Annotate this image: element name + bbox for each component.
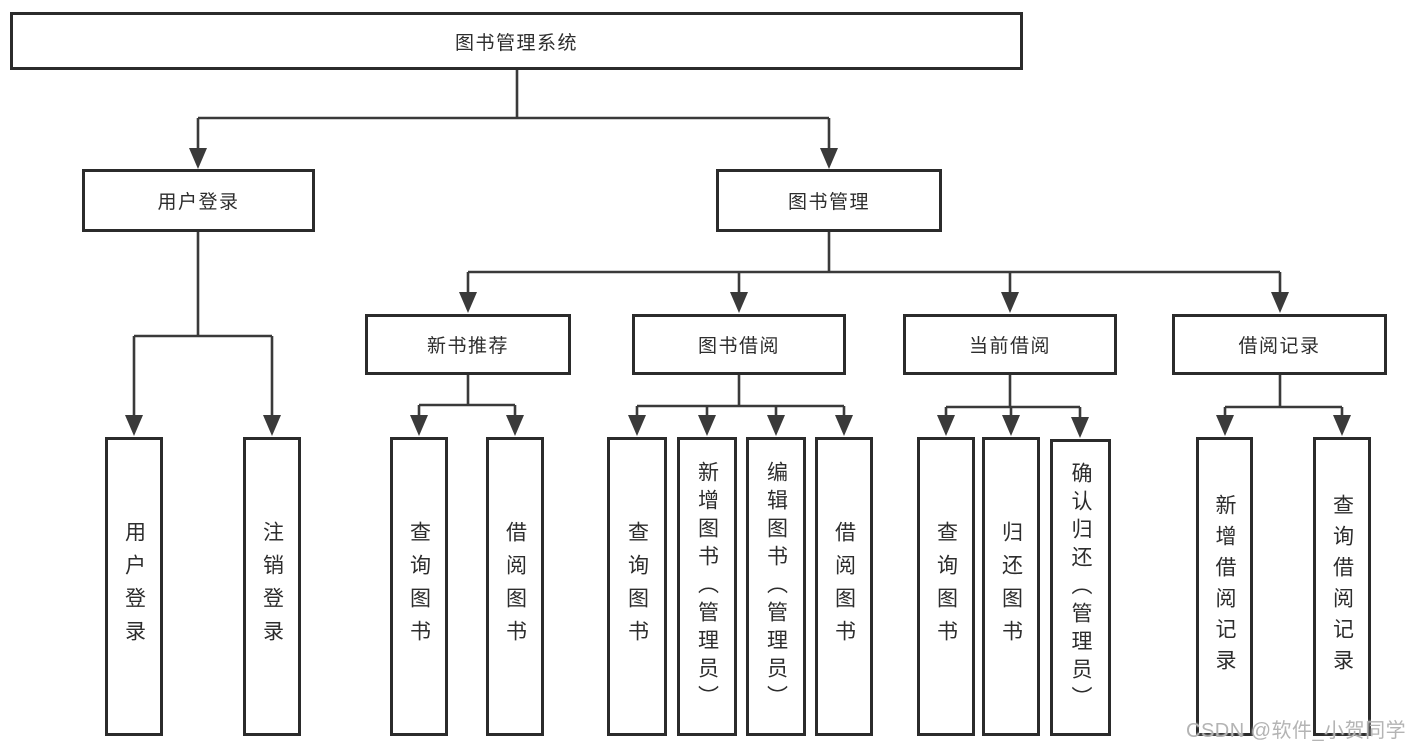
node-label: 借阅图书 — [832, 520, 856, 653]
node-label: 归还图书 — [999, 520, 1023, 653]
node-label: 查询借阅记录 — [1330, 493, 1354, 680]
node-label: 注销登录 — [260, 520, 284, 653]
node-label: 图书管理 — [787, 192, 870, 213]
node-library-system-root: 图书管理系统 — [10, 12, 1023, 70]
leaf-add-borrow-record: 新增借阅记录 — [1196, 437, 1253, 736]
leaf-edit-books-admin: 编辑图书（管理员） — [746, 437, 806, 736]
arrow-heads — [125, 148, 1351, 438]
node-label: 图书借阅 — [697, 336, 780, 357]
node-label: 查询图书 — [407, 520, 431, 653]
node-label: 确认归还（管理员） — [1069, 461, 1092, 714]
node-new-book-recommendation: 新书推荐 — [365, 314, 571, 375]
node-label: 借阅图书 — [503, 520, 527, 653]
node-label: 查询图书 — [934, 520, 958, 653]
leaf-add-books-admin: 新增图书（管理员） — [677, 437, 737, 736]
leaf-borrow-books-recommend: 借阅图书 — [486, 437, 544, 736]
node-label: 当前借阅 — [968, 336, 1051, 357]
node-book-management: 图书管理 — [716, 169, 942, 232]
node-label: 新增图书（管理员） — [695, 460, 719, 713]
leaf-confirm-return-admin: 确认归还（管理员） — [1050, 439, 1111, 736]
leaf-user-login: 用户登录 — [105, 437, 163, 736]
node-label: 新增借阅记录 — [1213, 493, 1236, 680]
node-label: 编辑图书（管理员） — [764, 460, 788, 713]
node-book-borrowing: 图书借阅 — [632, 314, 846, 375]
node-borrowing-records: 借阅记录 — [1172, 314, 1387, 375]
node-label: 新书推荐 — [426, 336, 509, 357]
tree-edges — [132, 70, 1344, 419]
leaf-return-books: 归还图书 — [982, 437, 1040, 736]
csdn-watermark: CSDN @软件_小贺同学 — [1186, 720, 1405, 742]
node-label: 图书管理系统 — [454, 32, 578, 54]
leaf-borrow-books: 借阅图书 — [815, 437, 873, 736]
leaf-query-books-borrow: 查询图书 — [607, 437, 667, 736]
node-current-borrowing: 当前借阅 — [903, 314, 1117, 375]
node-label: 借阅记录 — [1238, 336, 1321, 357]
node-label: 用户登录 — [122, 520, 146, 653]
node-label: 查询图书 — [625, 520, 649, 653]
leaf-logout: 注销登录 — [243, 437, 301, 736]
node-user-login: 用户登录 — [82, 169, 315, 232]
leaf-query-books-current: 查询图书 — [917, 437, 975, 736]
leaf-query-books-recommend: 查询图书 — [390, 437, 448, 736]
node-label: 用户登录 — [157, 192, 240, 213]
leaf-query-borrow-record: 查询借阅记录 — [1313, 437, 1371, 736]
